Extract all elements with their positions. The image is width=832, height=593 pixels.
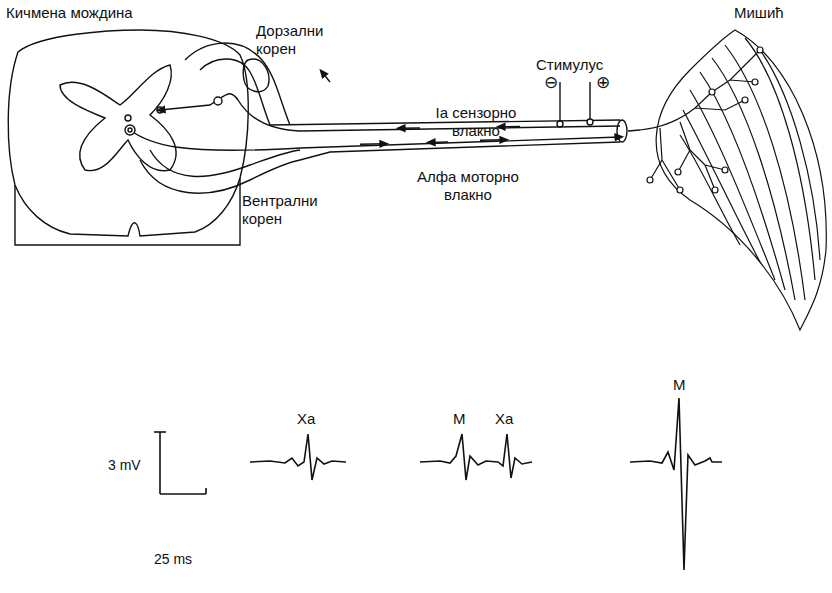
- wave-label: М: [453, 410, 466, 428]
- emg-traces: [250, 398, 722, 570]
- structure-label: Вентрални корен: [242, 192, 332, 228]
- scale-label: 3 mV: [108, 456, 141, 474]
- signal-label: Стимулус: [536, 56, 603, 74]
- stimulus-electrodes: [557, 82, 593, 127]
- muscle: [640, 30, 826, 330]
- structure-label: Мишић: [734, 4, 784, 22]
- fiber-label: Ia сензорно влакно: [420, 104, 532, 140]
- wave-label: М: [673, 376, 686, 394]
- spinal-cord: [8, 30, 640, 245]
- structure-label: Дорзални корен: [256, 22, 346, 58]
- wave-label: Ха: [297, 410, 315, 428]
- scale-label: 25 ms: [154, 550, 192, 568]
- scale-bar: [154, 432, 206, 494]
- wave-label: Ха: [495, 410, 513, 428]
- structure-label: Кичмена мождина: [6, 4, 133, 22]
- fiber-label: Алфа моторно влакно: [408, 168, 528, 204]
- polarity-symbol: ⊕: [596, 74, 610, 92]
- polarity-symbol: ⊖: [544, 74, 558, 92]
